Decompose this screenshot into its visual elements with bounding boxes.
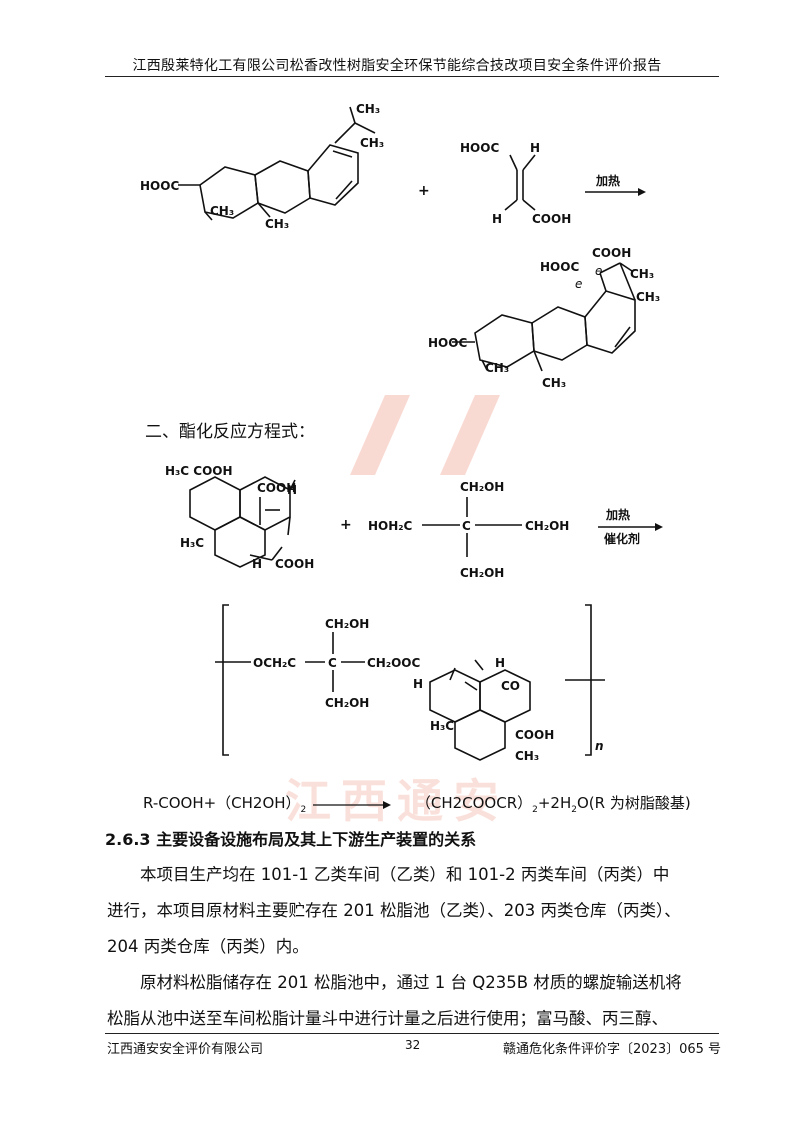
h-label: H — [287, 483, 297, 497]
watermark-logo — [330, 395, 560, 475]
hooc-label: HOOC — [540, 260, 579, 274]
ch2oh-label: CH₂OH — [525, 519, 569, 533]
ch2oh-label: CH₂OH — [460, 566, 504, 580]
polymer-diagram: OCH₂C C CH₂OOC CH₂OH CH₂OH H H CO H₃C CO… — [215, 604, 605, 763]
h-label: H — [413, 677, 423, 691]
h-label: H — [530, 141, 540, 155]
carbon-label: C — [328, 656, 337, 670]
plus-sign: + — [418, 183, 430, 199]
hooc-label: HOOC — [460, 141, 499, 155]
arrow-label: 催化剂 — [604, 531, 640, 546]
paragraph-line: 松脂从池中送至车间松脂计量斗中进行计量之后进行使用；富马酸、丙三醇、 — [107, 1009, 668, 1028]
h3c-label: H₃C — [180, 536, 204, 550]
ch2oh-label: CH₂OH — [325, 617, 369, 631]
h3c-cooh-label: H₃C COOH — [165, 464, 233, 478]
equation-arrow — [311, 799, 392, 809]
ch3-label: CH₃ — [542, 376, 566, 390]
h-label: H — [252, 557, 262, 571]
cooh-label: COOH — [592, 246, 631, 260]
water-sub: 2 — [571, 805, 577, 815]
ch3-label: CH₃ — [265, 217, 289, 231]
paragraph-line: 原材料松脂储存在 201 松脂池中，通过 1 台 Q235B 材质的螺旋输送机将 — [140, 973, 682, 992]
e-label: e — [575, 277, 582, 291]
paragraph-line: 204 丙类仓库（丙类）内。 — [107, 937, 309, 956]
section-heading: 2.6.3 主要设备设施布局及其上下游生产装置的关系 — [105, 830, 477, 849]
n-label: n — [595, 739, 604, 753]
co-label: CO — [501, 679, 520, 693]
cooh-label: COOH — [257, 481, 296, 495]
page-number: 32 — [405, 1038, 421, 1052]
ch3-label: CH₃ — [210, 204, 234, 218]
footer-divider — [105, 1033, 719, 1034]
hoh2c-label: HOH₂C — [368, 519, 413, 533]
reaction-1-diagram: HOOC CH₃ CH₃ CH₃ CH₃ + HOOC H H COOH 加热 … — [140, 102, 660, 390]
carbon-label: C — [462, 519, 471, 533]
header-divider — [105, 76, 719, 77]
ch3-label: CH₃ — [630, 267, 654, 281]
section-title: 二、酯化反应方程式： — [145, 422, 315, 442]
ch3-label: CH₃ — [515, 749, 539, 763]
h-label: H — [492, 212, 502, 226]
ch3-label: CH₃ — [360, 136, 384, 150]
ch3-label: CH₃ — [636, 290, 660, 304]
cooh-label: COOH — [275, 557, 314, 571]
h-label: H — [495, 656, 505, 670]
footer-company: 江西通安安全评价有限公司 — [107, 1042, 264, 1057]
hooc-label: HOOC — [140, 179, 179, 193]
arrow-label: 加热 — [605, 507, 630, 522]
hooc-label: HOOC — [428, 336, 467, 350]
cooh-label: COOH — [532, 212, 571, 226]
equation-tail: O(R 为树脂酸基) — [577, 794, 691, 812]
ch2oh-label: CH₂OH — [325, 696, 369, 710]
document-number: 赣通危化条件评价字〔2023〕065 号 — [503, 1042, 722, 1057]
plus-sign: + — [340, 517, 352, 533]
paragraph-line: 进行，本项目原材料主要贮存在 201 松脂池（乙类）、203 丙类仓库（丙类）、 — [107, 901, 681, 920]
e-label: e — [595, 264, 602, 278]
och2c-label: OCH₂C — [253, 656, 296, 670]
equation-left: R-COOH+（CH2OH） — [143, 794, 301, 812]
equation-right-tail: +2H — [537, 794, 572, 812]
reaction-2-diagram: H₃C COOH COOH H H₃C H COOH + CH₂OH HOH₂C… — [165, 464, 663, 580]
ch3-label: CH₃ — [356, 102, 380, 116]
h3c-label: H₃C — [430, 719, 454, 733]
page-header: 江西殷莱特化工有限公司松香改性树脂安全环保节能综合技改项目安全条件评价报告 — [132, 58, 662, 74]
ch2oh-label: CH₂OH — [460, 480, 504, 494]
equation-right-sub: 2 — [532, 805, 538, 815]
reaction-equation: R-COOH+（CH2OH）2 （CH2COOCR）2+2H2O(R 为树脂酸基… — [143, 792, 691, 815]
paragraph-line: 本项目生产均在 101-1 乙类车间（乙类）和 101-2 丙类车间（丙类）中 — [140, 865, 670, 884]
cooh-label: COOH — [515, 728, 554, 742]
ch3-label: CH₃ — [485, 361, 509, 375]
arrow-label: 加热 — [595, 173, 620, 188]
watermark-text: 江西通安 — [285, 774, 509, 828]
equation-right: （CH2COOCR） — [415, 794, 533, 812]
equation-left-sub: 2 — [300, 805, 307, 815]
ch2ooc-label: CH₂OOC — [367, 656, 421, 670]
